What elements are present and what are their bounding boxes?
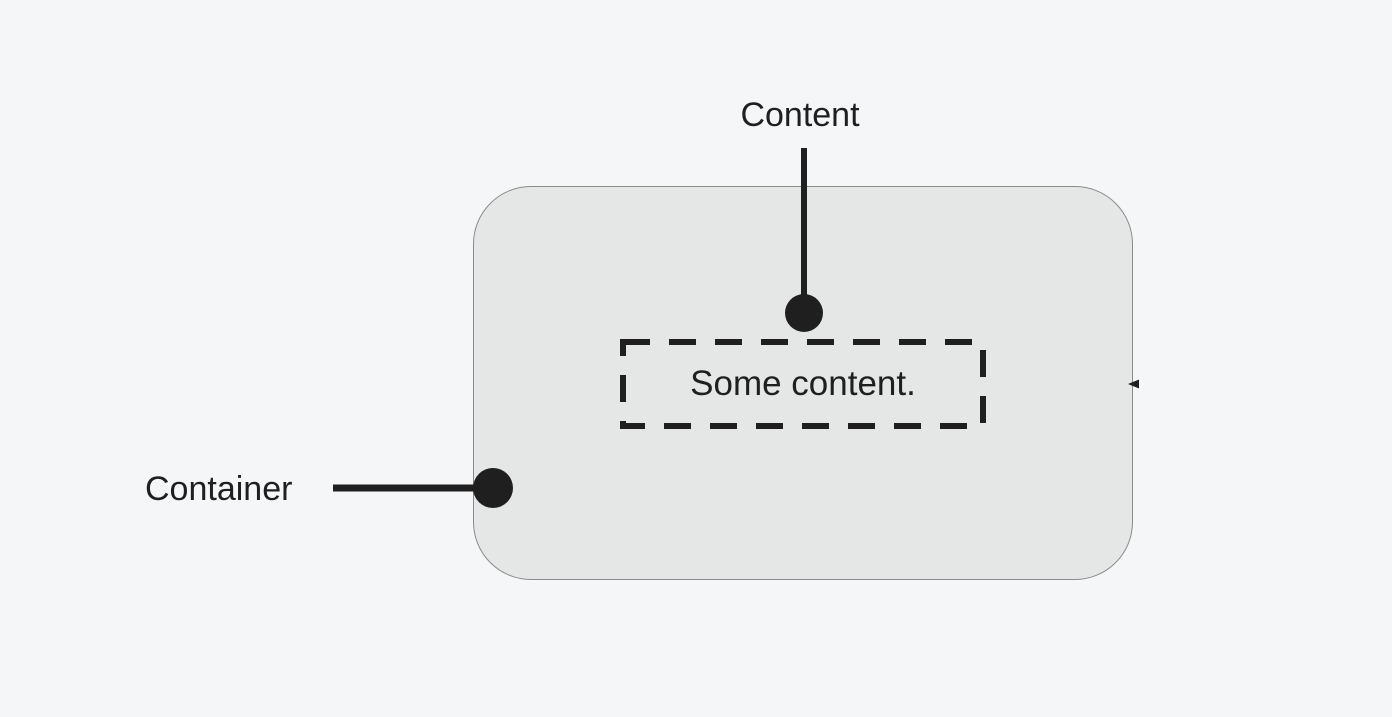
content-callout-label: Content: [740, 96, 860, 134]
content-box: Some content.: [623, 342, 983, 426]
container-callout-label: Container: [145, 470, 293, 508]
content-box-text: Some content.: [690, 364, 916, 403]
